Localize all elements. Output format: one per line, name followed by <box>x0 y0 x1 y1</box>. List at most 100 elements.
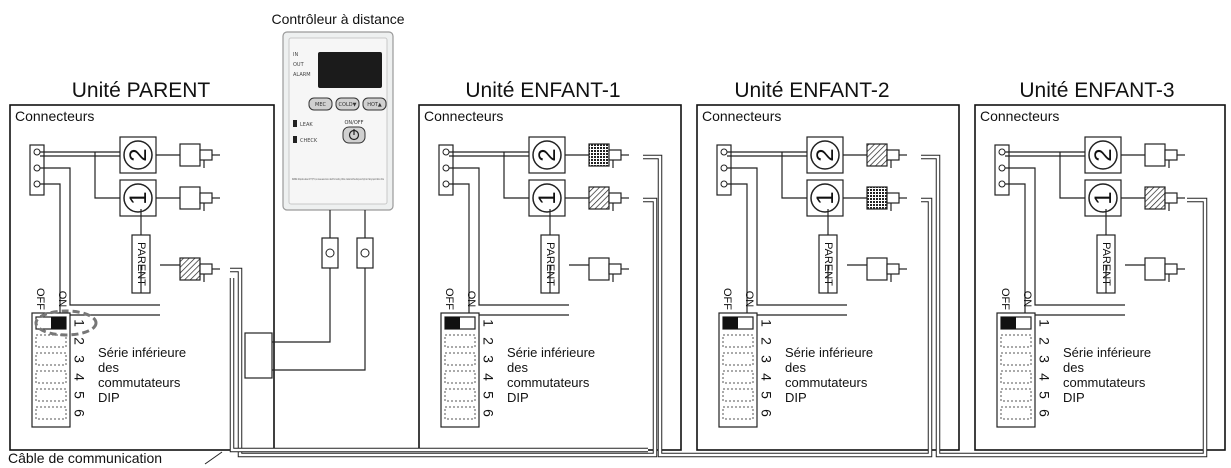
dip-caption-line: Série inférieure <box>98 345 186 360</box>
connector-2: 2 <box>119 136 157 174</box>
dip-number: 5 <box>1036 391 1052 399</box>
dip-number: 3 <box>1036 355 1052 363</box>
dip-number: 3 <box>480 355 496 363</box>
dip-caption-line: Série inférieure <box>785 345 873 360</box>
svg-text:LEAK: LEAK <box>300 122 313 128</box>
svg-text:OUT: OUT <box>293 62 305 68</box>
connector-plug-2[interactable] <box>179 143 220 168</box>
connector-plug-parent[interactable] <box>1144 257 1185 282</box>
remote-display <box>318 52 382 88</box>
unit-title: Unité ENFANT-3 <box>1019 79 1174 102</box>
dip-number: 2 <box>758 337 774 345</box>
dip-number: 5 <box>480 391 496 399</box>
dip-number: 6 <box>71 409 87 417</box>
dip-switch-1-toggle[interactable] <box>1000 316 1032 330</box>
dip-number: 1 <box>1036 319 1052 327</box>
junction-box <box>244 332 273 379</box>
svg-text:2: 2 <box>812 148 839 161</box>
dip-slot-3[interactable] <box>722 352 754 366</box>
communication-cable-child2-to-child3 <box>921 154 1208 458</box>
dip-caption-line: DIP <box>785 390 807 405</box>
connector-plug-1[interactable] <box>588 186 629 211</box>
dip-slot-4[interactable] <box>722 370 754 384</box>
connector-plug-parent[interactable] <box>588 257 629 282</box>
svg-text:1: 1 <box>125 191 152 204</box>
dip-slot-4[interactable] <box>444 370 476 384</box>
connector-plug-1[interactable] <box>179 186 220 211</box>
dip-caption-line: Série inférieure <box>507 345 595 360</box>
dip-number: 1 <box>71 319 87 327</box>
dip-on-label: ON <box>743 291 755 308</box>
connector-plug-2[interactable] <box>866 143 907 168</box>
unit-title: Unité ENFANT-1 <box>465 79 620 102</box>
dip-switch-1-toggle[interactable] <box>722 316 754 330</box>
dip-slot-3[interactable] <box>35 352 67 366</box>
dip-slot-6[interactable] <box>1000 406 1032 420</box>
connector-plug-parent[interactable] <box>866 257 907 282</box>
dip-number: 5 <box>71 391 87 399</box>
connectors-label: Connecteurs <box>702 108 781 124</box>
svg-text:HOT▲: HOT▲ <box>367 102 382 108</box>
remote-controller-title: Contrôleur à distance <box>271 11 404 27</box>
connector-1: 1 <box>119 179 157 217</box>
svg-text:PARENT: PARENT <box>822 242 834 286</box>
dip-caption-line: DIP <box>507 390 529 405</box>
svg-text:PARENT: PARENT <box>544 242 556 286</box>
dip-slot-2[interactable] <box>444 334 476 348</box>
dip-on-label: ON <box>465 291 477 308</box>
remote-button-mec[interactable] <box>308 97 333 111</box>
dip-slot-3[interactable] <box>1000 352 1032 366</box>
dip-slot-2[interactable] <box>722 334 754 348</box>
svg-text:PARENT: PARENT <box>1100 242 1112 286</box>
connector-plug-2[interactable] <box>588 143 629 168</box>
dip-on-label: ON <box>1021 291 1033 308</box>
dip-caption-line: commutateurs <box>785 375 868 390</box>
dip-switch-1-toggle[interactable] <box>35 316 67 330</box>
dip-caption-line: commutateurs <box>98 375 181 390</box>
svg-text:1: 1 <box>1090 191 1117 204</box>
svg-text:PARENT: PARENT <box>135 242 147 286</box>
remote-button-hot[interactable] <box>362 97 387 111</box>
remote-button-cold[interactable] <box>335 97 360 111</box>
dip-number: 3 <box>71 355 87 363</box>
dip-number: 6 <box>758 409 774 417</box>
dip-slot-5[interactable] <box>444 388 476 402</box>
dip-slot-5[interactable] <box>35 388 67 402</box>
dip-slot-5[interactable] <box>722 388 754 402</box>
dip-caption-line: des <box>1063 360 1084 375</box>
dip-slot-2[interactable] <box>35 334 67 348</box>
remote-cable-junction <box>244 210 374 379</box>
dip-caption-line: commutateurs <box>1063 375 1146 390</box>
connector-1: 1 <box>806 179 844 217</box>
dip-slot-4[interactable] <box>1000 370 1032 384</box>
dip-slot-5[interactable] <box>1000 388 1032 402</box>
dip-slot-6[interactable] <box>444 406 476 420</box>
dip-caption-line: des <box>507 360 528 375</box>
connector-plug-parent[interactable] <box>179 257 220 282</box>
connector-plug-2[interactable] <box>1144 143 1185 168</box>
remote-warning-text: WARNING: Temperature above 100°F (37°C) … <box>292 177 384 181</box>
dip-switch-1-toggle[interactable] <box>444 316 476 330</box>
connector-plug-1[interactable] <box>866 186 907 211</box>
dip-number: 6 <box>1036 409 1052 417</box>
dip-number: 2 <box>71 337 87 345</box>
connector-plug-1[interactable] <box>1144 186 1185 211</box>
remote-controller: Contrôleur à distance IN OUT ALARM MEC C… <box>271 11 405 211</box>
dip-number: 1 <box>758 319 774 327</box>
dip-slot-3[interactable] <box>444 352 476 366</box>
dip-caption-line: des <box>785 360 806 375</box>
dip-slot-6[interactable] <box>722 406 754 420</box>
svg-text:ALARM: ALARM <box>293 72 311 78</box>
dip-caption-line: DIP <box>98 390 120 405</box>
dip-slot-4[interactable] <box>35 370 67 384</box>
dip-slot-6[interactable] <box>35 406 67 420</box>
dip-number: 4 <box>71 373 87 381</box>
dip-on-label: ON <box>56 291 68 308</box>
dip-highlight <box>34 309 98 337</box>
dip-slot-2[interactable] <box>1000 334 1032 348</box>
dip-number: 5 <box>758 391 774 399</box>
